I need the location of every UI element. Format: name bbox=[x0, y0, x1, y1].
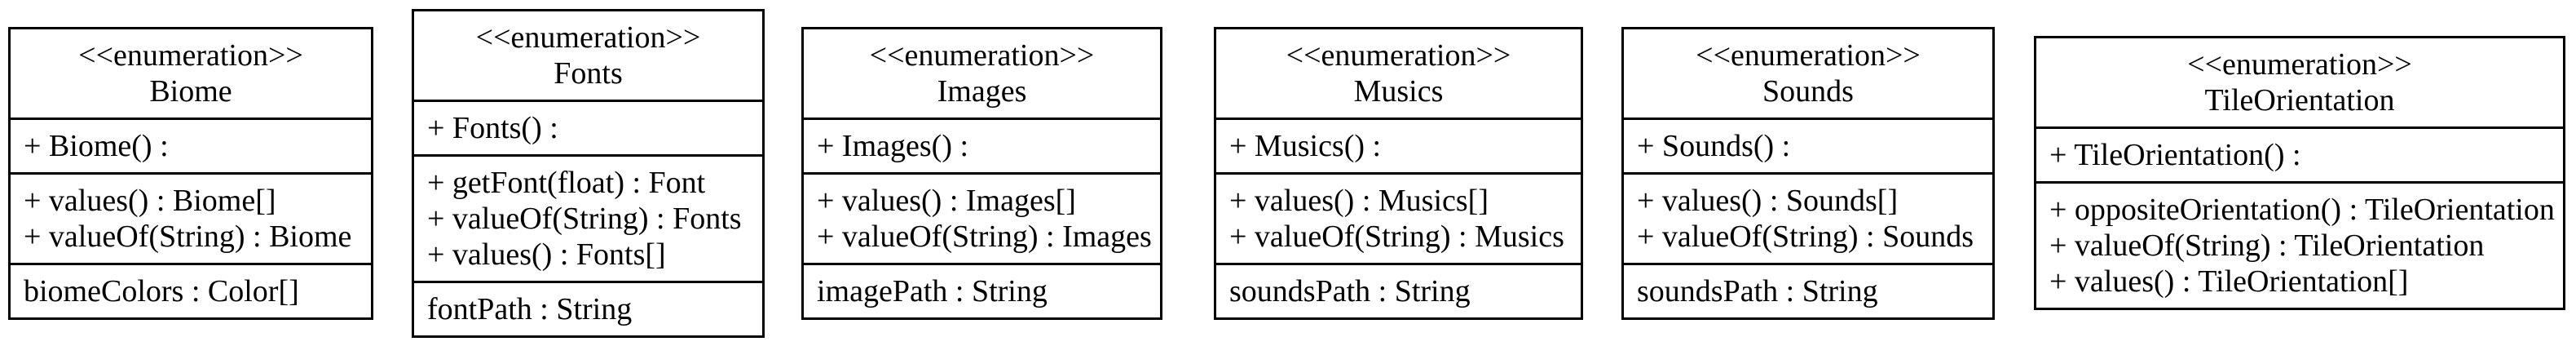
method-signature: + values() : Fonts[] bbox=[427, 237, 666, 272]
class-name: Sounds bbox=[1762, 73, 1854, 109]
constructor-compartment: + Sounds() : bbox=[1624, 117, 1992, 172]
attributes-compartment: soundsPath : String bbox=[1624, 262, 1992, 317]
class-name: Biome bbox=[149, 73, 232, 109]
constructor-compartment: + Images() : bbox=[804, 117, 1160, 172]
attributes-compartment: fontPath : String bbox=[414, 280, 762, 335]
method-signature: + valueOf(String) : Images bbox=[817, 219, 1152, 254]
constructor-compartment: + Biome() : bbox=[11, 117, 371, 172]
class-name: TileOrientation bbox=[2204, 83, 2395, 118]
method-signature: + oppositeOrientation() : TileOrientatio… bbox=[2049, 193, 2555, 227]
method-signature: + getFont(float) : Font bbox=[427, 165, 706, 200]
enum-class-biome: <<enumeration>> Biome + Biome() : + valu… bbox=[8, 26, 373, 320]
methods-compartment: + values() : Images[] + valueOf(String) … bbox=[804, 171, 1160, 263]
attributes-compartment: biomeColors : Color[] bbox=[11, 262, 371, 317]
class-header: <<enumeration>> TileOrientation bbox=[2036, 38, 2563, 126]
stereotype-label: <<enumeration>> bbox=[78, 38, 303, 73]
attributes-compartment: imagePath : String bbox=[804, 262, 1160, 317]
methods-compartment: + values() : Sounds[] + valueOf(String) … bbox=[1624, 171, 1992, 263]
constructor-signature: + TileOrientation() : bbox=[2049, 138, 2301, 172]
method-signature: + valueOf(String) : Fonts bbox=[427, 201, 742, 236]
class-header: <<enumeration>> Fonts bbox=[414, 11, 762, 100]
enum-class-images: <<enumeration>> Images + Images() : + va… bbox=[801, 26, 1162, 320]
attribute-signature: soundsPath : String bbox=[1637, 273, 1878, 308]
method-signature: + valueOf(String) : TileOrientation bbox=[2049, 228, 2485, 263]
methods-compartment: + oppositeOrientation() : TileOrientatio… bbox=[2036, 181, 2563, 308]
method-signature: + valueOf(String) : Sounds bbox=[1637, 219, 1974, 254]
constructor-signature: + Images() : bbox=[817, 128, 969, 163]
method-signature: + valueOf(String) : Musics bbox=[1229, 219, 1564, 254]
enum-class-tileorientation: <<enumeration>> TileOrientation + TileOr… bbox=[2034, 36, 2565, 310]
attribute-signature: imagePath : String bbox=[817, 273, 1048, 308]
class-name: Fonts bbox=[554, 55, 623, 91]
constructor-compartment: + Fonts() : bbox=[414, 99, 762, 154]
enum-class-sounds: <<enumeration>> Sounds + Sounds() : + va… bbox=[1621, 26, 1995, 320]
class-header: <<enumeration>> Sounds bbox=[1624, 29, 1992, 118]
enum-class-fonts: <<enumeration>> Fonts + Fonts() : + getF… bbox=[412, 8, 765, 338]
constructor-signature: + Biome() : bbox=[24, 128, 169, 163]
stereotype-label: <<enumeration>> bbox=[1696, 38, 1921, 73]
class-name: Musics bbox=[1353, 73, 1444, 109]
method-signature: + values() : Musics[] bbox=[1229, 183, 1489, 218]
class-name: Images bbox=[937, 73, 1027, 109]
constructor-signature: + Fonts() : bbox=[427, 110, 558, 145]
method-signature: + values() : TileOrientation[] bbox=[2049, 264, 2409, 299]
constructor-signature: + Sounds() : bbox=[1637, 128, 1791, 163]
constructor-compartment: + Musics() : bbox=[1216, 117, 1581, 172]
attribute-signature: fontPath : String bbox=[427, 291, 633, 326]
methods-compartment: + values() : Biome[] + valueOf(String) :… bbox=[11, 171, 371, 263]
enum-class-musics: <<enumeration>> Musics + Musics() : + va… bbox=[1214, 26, 1583, 320]
methods-compartment: + getFont(float) : Font + valueOf(String… bbox=[414, 153, 762, 281]
stereotype-label: <<enumeration>> bbox=[2187, 47, 2412, 82]
method-signature: + values() : Biome[] bbox=[24, 183, 276, 218]
methods-compartment: + values() : Musics[] + valueOf(String) … bbox=[1216, 171, 1581, 263]
stereotype-label: <<enumeration>> bbox=[869, 38, 1095, 73]
constructor-signature: + Musics() : bbox=[1229, 128, 1382, 163]
class-header: <<enumeration>> Musics bbox=[1216, 29, 1581, 118]
attribute-signature: soundsPath : String bbox=[1229, 273, 1471, 308]
class-header: <<enumeration>> Images bbox=[804, 29, 1160, 118]
attribute-signature: biomeColors : Color[] bbox=[24, 273, 299, 308]
method-signature: + values() : Images[] bbox=[817, 183, 1076, 218]
attributes-compartment: soundsPath : String bbox=[1216, 262, 1581, 317]
stereotype-label: <<enumeration>> bbox=[475, 20, 701, 55]
class-header: <<enumeration>> Biome bbox=[11, 29, 371, 118]
stereotype-label: <<enumeration>> bbox=[1286, 38, 1511, 73]
constructor-compartment: + TileOrientation() : bbox=[2036, 126, 2563, 181]
method-signature: + values() : Sounds[] bbox=[1637, 183, 1899, 218]
method-signature: + valueOf(String) : Biome bbox=[24, 219, 352, 254]
